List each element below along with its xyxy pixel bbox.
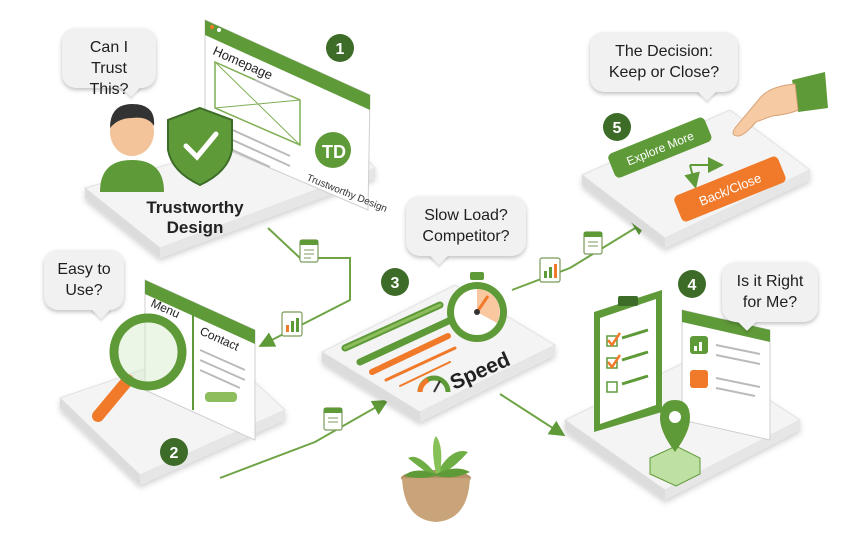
connector-lines <box>219 219 649 479</box>
connector-3-to-5 <box>511 219 649 291</box>
svg-text:TD: TD <box>322 142 346 162</box>
homepage-window: TD <box>204 19 371 211</box>
connector-1-to-2 <box>258 227 351 347</box>
question-bubble-step-4: Is it Right for Me? <box>722 262 818 331</box>
potted-plant-icon <box>401 436 471 522</box>
speed-lines <box>341 301 459 387</box>
step-5-number: 5 <box>613 120 622 137</box>
question-text-step-4: Is it Right for Me? <box>736 273 804 311</box>
stopwatch-icon <box>447 272 507 342</box>
question-text-step-1: Can I Trust This? <box>89 39 129 98</box>
mini-chart-icon-b <box>539 257 561 283</box>
checklist-clipboard-icon <box>594 290 662 432</box>
question-bubble-step-5: The Decision: Keep or Close? <box>590 32 738 101</box>
step-5-badge-circle <box>603 113 631 141</box>
mini-doc-icon-c <box>583 231 603 255</box>
user-avatar-icon <box>100 104 164 192</box>
question-text-step-2: Easy to Use? <box>57 261 111 299</box>
magnifier-icon <box>92 313 187 422</box>
mini-doc-icon-a <box>299 239 319 263</box>
question-bubble-step-2: Easy to Use? <box>44 250 124 319</box>
shield-check-icon <box>167 106 233 187</box>
connector-3-to-4 <box>499 393 566 437</box>
question-text-step-3: Slow Load? Competitor? <box>422 207 510 245</box>
speed-gauge-icon <box>417 375 451 393</box>
step-2-number: 2 <box>170 445 179 462</box>
info-panel-window <box>681 309 771 441</box>
connector-2-to-3 <box>219 400 389 479</box>
map-pin-icon <box>649 400 701 487</box>
question-text-step-5: The Decision: Keep or Close? <box>608 43 720 81</box>
step-1-label: Trustworthy Design <box>146 198 244 237</box>
step-number-badges: 1 2 3 4 5 <box>160 34 706 466</box>
step-4-number: 4 <box>688 277 697 294</box>
question-bubble-step-1: Can I Trust This? <box>62 28 156 98</box>
question-bubble-step-3: Slow Load? Competitor? <box>406 196 526 265</box>
navigation-window <box>144 279 256 441</box>
decision-arrows <box>684 157 724 189</box>
hand-pointer-icon <box>732 72 828 137</box>
step-1-badge-circle <box>326 34 354 62</box>
step-3-number: 3 <box>391 275 400 292</box>
step-3-badge-circle <box>381 268 409 296</box>
step-4-badge-circle <box>678 270 706 298</box>
mini-chart-icon-a <box>281 311 303 337</box>
step-1-number: 1 <box>336 41 345 58</box>
td-logo-icon <box>315 132 351 168</box>
step-2-badge-circle <box>160 438 188 466</box>
mini-doc-icon-b <box>323 407 343 431</box>
